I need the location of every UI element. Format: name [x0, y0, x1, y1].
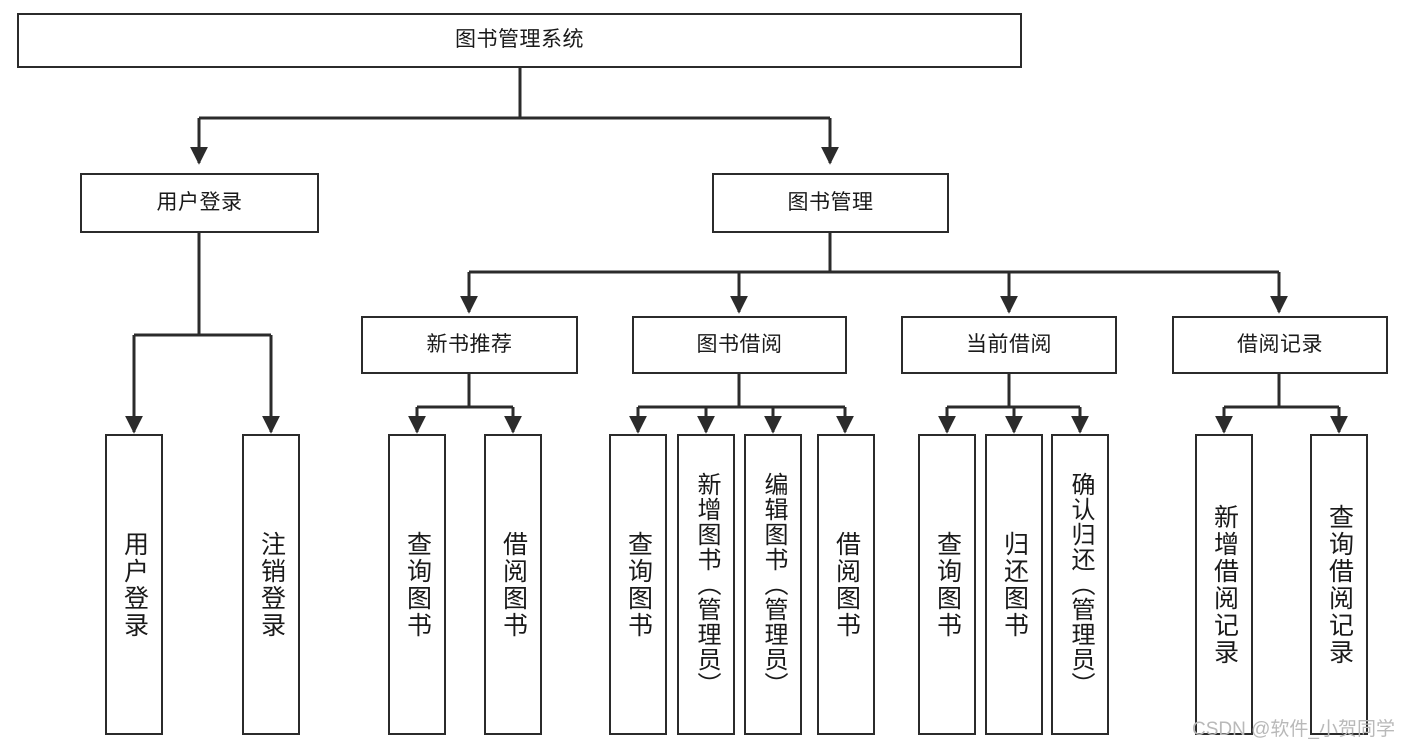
node-leaf-borrow-book-1[interactable]: 借阅图书	[484, 434, 542, 735]
node-leaf-add-book-label: 新增图书（管理员）	[693, 472, 720, 697]
node-leaf-borrow-book-2[interactable]: 借阅图书	[817, 434, 875, 735]
node-leaf-add-borrow-record-label: 新增借阅记录	[1210, 503, 1239, 666]
node-root-label: 图书管理系统	[455, 28, 584, 52]
node-user-login-label: 用户登录	[156, 190, 243, 214]
node-user-login[interactable]: 用户登录	[80, 173, 319, 233]
node-leaf-query-book-1-label: 查询图书	[403, 530, 432, 639]
node-leaf-user-login-label: 用户登录	[120, 530, 149, 639]
node-leaf-borrow-book-1-label: 借阅图书	[499, 530, 528, 639]
node-leaf-query-book-2-label: 查询图书	[624, 530, 653, 639]
node-leaf-query-borrow-record-label: 查询借阅记录	[1325, 503, 1354, 666]
node-leaf-query-borrow-record[interactable]: 查询借阅记录	[1310, 434, 1368, 735]
node-new-book-recommend-label: 新书推荐	[426, 332, 513, 356]
node-book-borrow-label: 图书借阅	[696, 332, 783, 356]
node-leaf-edit-book-label: 编辑图书（管理员）	[760, 472, 787, 697]
node-leaf-query-book-2[interactable]: 查询图书	[609, 434, 667, 735]
node-borrow-record[interactable]: 借阅记录	[1172, 316, 1388, 374]
node-leaf-return-book-label: 归还图书	[1000, 530, 1029, 639]
node-leaf-borrow-book-2-label: 借阅图书	[832, 530, 861, 639]
node-borrow-record-label: 借阅记录	[1237, 332, 1323, 356]
node-root[interactable]: 图书管理系统	[17, 13, 1022, 68]
node-leaf-confirm-return[interactable]: 确认归还（管理员）	[1051, 434, 1109, 735]
watermark: CSDN @软件_小贺同学	[1192, 719, 1395, 740]
node-book-borrow[interactable]: 图书借阅	[632, 316, 847, 374]
node-new-book-recommend[interactable]: 新书推荐	[361, 316, 578, 374]
node-leaf-return-book[interactable]: 归还图书	[985, 434, 1043, 735]
node-leaf-add-book[interactable]: 新增图书（管理员）	[677, 434, 735, 735]
node-current-borrow[interactable]: 当前借阅	[901, 316, 1117, 374]
node-leaf-user-logout-label: 注销登录	[257, 530, 286, 639]
node-leaf-query-book-3-label: 查询图书	[933, 530, 962, 639]
node-current-borrow-label: 当前借阅	[966, 332, 1052, 356]
node-leaf-user-login[interactable]: 用户登录	[105, 434, 163, 735]
node-book-management[interactable]: 图书管理	[712, 173, 949, 233]
node-book-management-label: 图书管理	[787, 190, 874, 214]
node-leaf-query-book-1[interactable]: 查询图书	[388, 434, 446, 735]
node-leaf-add-borrow-record[interactable]: 新增借阅记录	[1195, 434, 1253, 735]
node-leaf-edit-book[interactable]: 编辑图书（管理员）	[744, 434, 802, 735]
node-leaf-query-book-3[interactable]: 查询图书	[918, 434, 976, 735]
node-leaf-confirm-return-label: 确认归还（管理员）	[1067, 472, 1094, 697]
node-leaf-user-logout[interactable]: 注销登录	[242, 434, 300, 735]
